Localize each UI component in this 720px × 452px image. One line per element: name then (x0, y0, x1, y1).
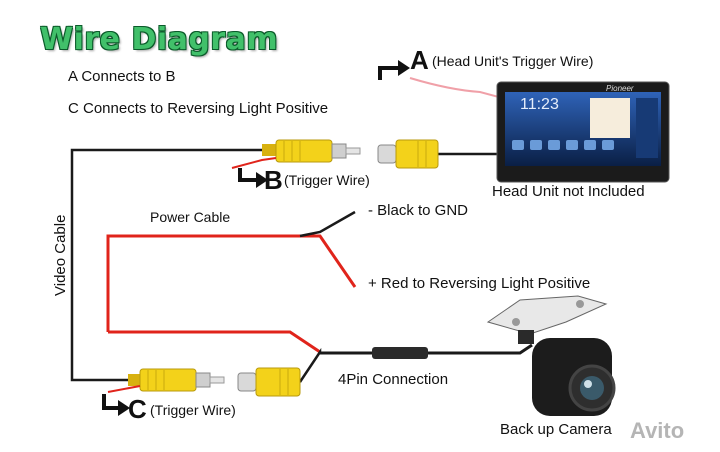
screen-brand: Pioneer (606, 84, 634, 93)
video-cable-wire (70, 148, 272, 382)
label-a-letter: A (410, 45, 429, 75)
video-cable-label: Video Cable (52, 214, 69, 296)
rca-bottom-male (128, 368, 225, 392)
arrow-a-head-icon (398, 60, 410, 76)
four-pin-wire-to-rca (298, 347, 322, 383)
screen-time: 11:23 (520, 96, 559, 113)
label-a-text: (Head Unit's Trigger Wire) (432, 53, 594, 69)
arrow-a-icon (378, 66, 400, 80)
rca-top-male (262, 139, 361, 163)
red-positive-label: + Red to Reversing Light Positive (368, 275, 591, 292)
camera-label: Back up Camera (500, 421, 612, 438)
power-cable-black-wire (299, 210, 356, 238)
four-pin-connector (372, 347, 428, 359)
label-c-text: (Trigger Wire) (150, 402, 236, 418)
camera-cable-2 (428, 343, 533, 355)
diagram-title: Wire Diagram (40, 22, 279, 57)
backup-camera-device (486, 295, 616, 416)
note-a-to-b: A Connects to B (68, 68, 176, 85)
note-c-to-reversing: C Connects to Reversing Light Positive (68, 100, 329, 117)
power-cable-label: Power Cable (150, 209, 231, 225)
four-pin-label: 4Pin Connection (338, 371, 449, 388)
watermark-text: Avito (630, 418, 685, 443)
trigger-wire-c (107, 385, 141, 393)
black-gnd-label: - Black to GND (368, 202, 469, 219)
arrow-c-head-icon (118, 400, 130, 416)
power-cable-red-lower (108, 330, 321, 354)
rca-top-female (377, 139, 439, 169)
head-unit-label: Head Unit not Included (492, 183, 645, 200)
head-unit-device (496, 81, 670, 183)
trigger-wire-a (409, 77, 511, 101)
arrow-b-head-icon (256, 172, 268, 188)
label-b-letter: B (264, 165, 283, 195)
label-b-text: (Trigger Wire) (284, 172, 370, 188)
arrow-b-icon (238, 168, 258, 182)
power-cable-red-wire (106, 234, 357, 332)
arrow-c-icon (102, 394, 120, 410)
rca-bottom-female (237, 367, 301, 397)
trigger-wire-b (231, 157, 277, 169)
label-c-letter: C (128, 394, 147, 424)
